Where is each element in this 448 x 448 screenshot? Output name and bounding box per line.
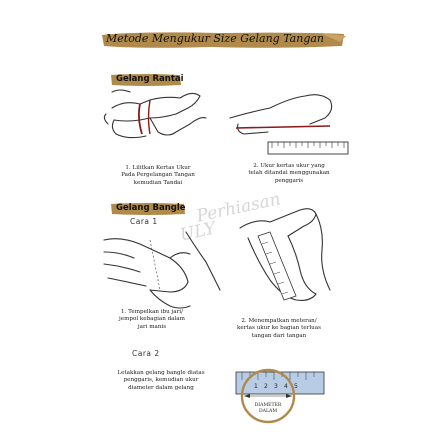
page-title: Metode Mengukur Size Gelang Tangan [100,30,346,50]
gold-brush-stroke [111,74,181,86]
gold-brush-stroke [111,203,185,215]
ruler-icon [235,371,325,395]
rantai-step1-caption: 1. Lilitkan Kertas Ukur Pada Pergelangan… [121,165,195,186]
ruler-number: 3 [274,383,278,390]
diameter-label-sub: DALAM [259,408,277,414]
cara2-label: Cara 2 [132,349,160,358]
bangle-icon [240,368,296,424]
ruler-number: 4 [284,383,288,390]
tape-measure-icon [257,231,297,301]
bangle-step3-caption: Letakkan gelang bangle diatas penggaris,… [117,370,205,391]
diameter-label: DIAMETER [255,402,282,408]
ruler-number: 2 [264,383,268,390]
cara1-label: Cara 1 [130,217,158,226]
section-label-rantai: Gelang Rantai [110,73,184,87]
bangle-step1-caption: 1. Tempelkan ibu jari/ jempol kebagian d… [119,309,185,330]
gold-brush-stroke [102,32,346,48]
ruler-number: 5 [294,383,298,390]
bangle-step2-caption: 2. Menempatkan meteran/ kertas ukur ke b… [237,318,321,339]
ruler-number: 1 [254,383,258,390]
section-label-bangle: Gelang Bangle [110,202,186,216]
rantai-step2-caption: 2. Ukur kertas ukur yang telah ditandai … [248,163,330,184]
